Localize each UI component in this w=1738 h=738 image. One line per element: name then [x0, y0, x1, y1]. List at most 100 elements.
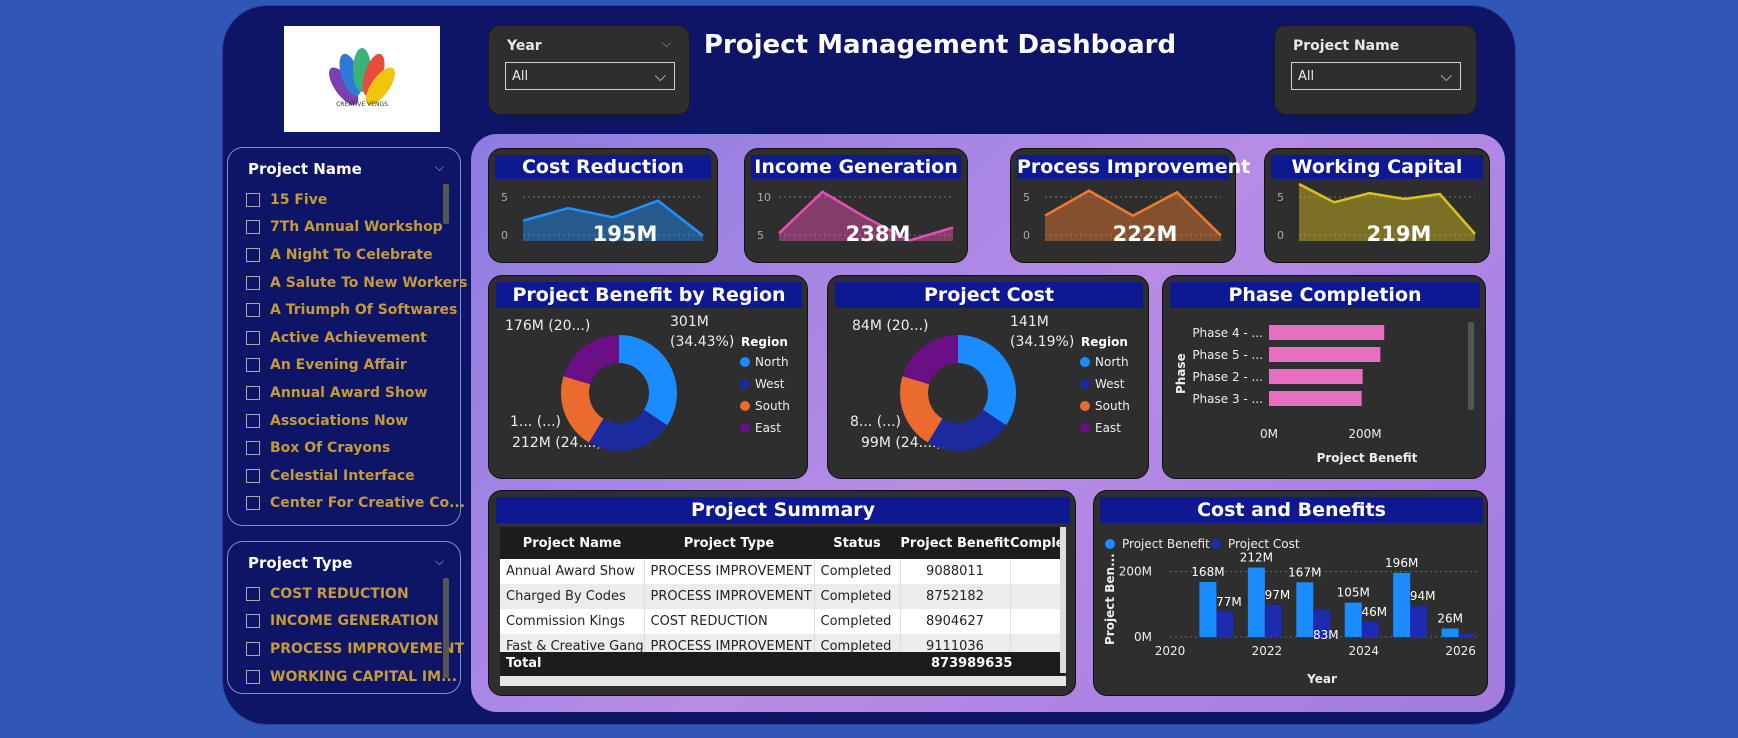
project-cost-card[interactable]: Project Cost 84M (20...) 141M (34.19%) 8…	[827, 275, 1149, 479]
slicer-item[interactable]: A Salute To New Workers	[246, 269, 467, 297]
slicer-item[interactable]: COST REDUCTION	[246, 580, 448, 608]
slicer-item[interactable]: Annual Award Show	[246, 379, 448, 407]
phase-completion-card[interactable]: Phase Completion Phase Project Benefit P…	[1162, 275, 1486, 479]
checkbox[interactable]	[246, 358, 260, 373]
donut-slice-east[interactable]	[902, 335, 958, 385]
cost-bar[interactable]	[1264, 605, 1282, 637]
checkbox[interactable]	[246, 275, 260, 290]
phase-bar[interactable]	[1269, 369, 1363, 384]
cost-bar[interactable]	[1458, 633, 1476, 637]
slicer-scrollbar[interactable]	[443, 184, 449, 224]
benefit-bar[interactable]	[1296, 582, 1314, 637]
slicer-item[interactable]: Box Of Crayons	[246, 434, 448, 462]
label-north: 301M	[670, 314, 709, 330]
checkbox[interactable]	[246, 468, 260, 483]
kpi-value: 195M	[593, 222, 658, 246]
project-name-select[interactable]: All⌵	[1291, 62, 1461, 90]
label-east: 84M (20...)	[852, 318, 928, 334]
chevron-down-icon[interactable]: ⌵	[434, 160, 444, 174]
donut-slice-north[interactable]	[619, 335, 677, 426]
benefit-bar[interactable]	[1247, 567, 1265, 637]
donut-slice-south[interactable]	[900, 376, 943, 443]
year-filter[interactable]: Year ⌵ All⌵	[488, 25, 690, 115]
slicer-scrollbar[interactable]	[443, 578, 449, 678]
checkbox[interactable]	[246, 220, 260, 235]
benefit-bar[interactable]	[1441, 628, 1459, 637]
donut-slice-west[interactable]	[588, 409, 668, 451]
phase-bar[interactable]	[1269, 347, 1381, 362]
legend-item[interactable]: North	[1095, 355, 1129, 369]
donut-chart: 84M (20...) 141M (34.19%) 8... (...) 99M…	[850, 314, 1130, 451]
checkbox[interactable]	[246, 441, 260, 456]
table-h-scrollbar[interactable]	[500, 676, 1066, 686]
checkbox[interactable]	[246, 641, 260, 656]
legend-cost: Project Cost	[1228, 537, 1300, 551]
checkbox[interactable]	[246, 586, 260, 601]
checkbox[interactable]	[246, 669, 260, 684]
slicer-item[interactable]: PROCESS IMPROVEMENT	[246, 635, 464, 663]
donut-slice-east[interactable]	[563, 335, 619, 385]
slicer-item[interactable]: Active Achievement	[246, 324, 448, 352]
checkbox[interactable]	[246, 303, 260, 318]
column-header[interactable]: Status	[814, 527, 900, 559]
phase-bar[interactable]	[1269, 391, 1362, 406]
checkbox[interactable]	[246, 614, 260, 629]
slicer-item[interactable]: INCOME GENERATION	[246, 608, 448, 636]
donut-slice-north[interactable]	[958, 335, 1016, 426]
benefit-bar[interactable]	[1393, 572, 1411, 637]
donut-slice-south[interactable]	[561, 376, 604, 443]
checkbox[interactable]	[246, 496, 260, 511]
cost-bar[interactable]	[1361, 621, 1379, 637]
project-name-filter[interactable]: Project Name All⌵	[1274, 25, 1477, 115]
column-header[interactable]: Project Benefit	[900, 527, 1010, 559]
benefit-by-region-card[interactable]: Project Benefit by Region 176M (20...) 3…	[488, 275, 808, 479]
year-select[interactable]: All⌵	[505, 62, 675, 90]
donut-slice-west[interactable]	[927, 409, 1007, 451]
legend-item[interactable]: East	[755, 421, 781, 435]
slicer-item[interactable]: Associations Now	[246, 407, 448, 435]
benefit-bar[interactable]	[1344, 602, 1362, 637]
slicer-item[interactable]: Center For Creative Co...	[246, 490, 465, 518]
column-header[interactable]: Comple	[1010, 527, 1065, 559]
slicer-item[interactable]: A Night To Celebrate	[246, 241, 448, 269]
cost-and-benefits-card[interactable]: Cost and Benefits Project Benefit Projec…	[1093, 490, 1488, 696]
checkbox[interactable]	[246, 247, 260, 262]
slicer-item[interactable]: Celestial Interface	[246, 462, 448, 490]
checkbox[interactable]	[246, 330, 260, 345]
checkbox[interactable]	[246, 385, 260, 400]
column-header[interactable]: Project Name	[500, 527, 644, 559]
checkbox[interactable]	[246, 192, 260, 207]
column-header[interactable]: Project Type	[644, 527, 814, 559]
slicer-item[interactable]: WORKING CAPITAL IM...	[246, 663, 457, 691]
legend-item[interactable]: South	[1095, 399, 1130, 413]
benefit-bar[interactable]	[1199, 581, 1217, 637]
slicer-item[interactable]: 7Th Annual Workshop	[246, 214, 448, 242]
checkbox[interactable]	[246, 413, 260, 428]
legend-item[interactable]: South	[755, 399, 790, 413]
legend-item[interactable]: West	[755, 377, 785, 391]
table-v-scrollbar[interactable]	[1060, 527, 1066, 673]
chevron-down-icon[interactable]: ⌵	[434, 554, 444, 568]
cost-bar[interactable]	[1313, 609, 1331, 637]
slicer-item[interactable]: A Triumph Of Softwares	[246, 296, 457, 324]
cost-bar[interactable]	[1216, 611, 1234, 637]
legend-item[interactable]: West	[1095, 377, 1125, 391]
slicer-item[interactable]: 15 Five	[246, 186, 448, 214]
phase-bar[interactable]	[1269, 325, 1385, 340]
legend-item[interactable]: North	[755, 355, 789, 369]
legend-item[interactable]: East	[1095, 421, 1121, 435]
slicer-item[interactable]: An Evening Affair	[246, 352, 448, 380]
chevron-down-icon: ⌵	[654, 67, 666, 85]
phase-scrollbar[interactable]	[1468, 322, 1474, 410]
cost-bar[interactable]	[1410, 606, 1428, 637]
